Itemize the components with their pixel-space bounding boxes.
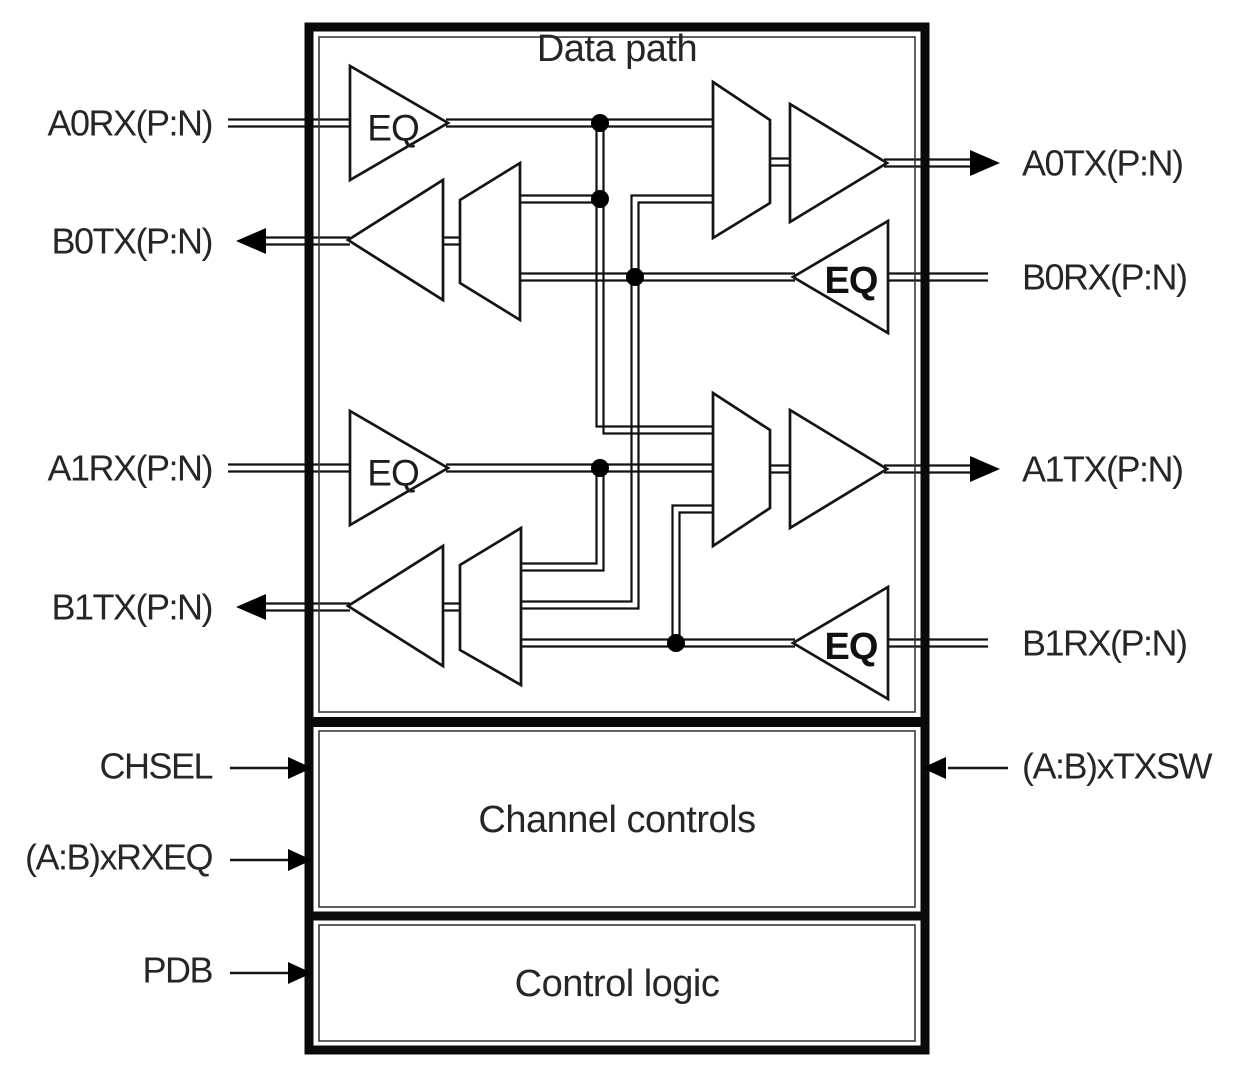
wire-b0-to-a0mux [637,201,717,277]
mux-a1tx [711,390,772,549]
port-label-b1rx: B1RX(P:N) [1022,623,1187,664]
control-logic-title: Control logic [515,963,720,1005]
wire-a0-to-a1mux [602,123,717,435]
main-box-border [304,22,930,1055]
eq-amplifier-a1 [348,408,451,528]
junction-dot [667,634,685,652]
port-label-a0rx: A0RX(P:N) [47,103,212,144]
eq-amplifier-a0 [348,63,451,183]
arrow-right-icon [970,150,1000,176]
mux-a0tx [711,79,772,241]
eq-amplifier-b0 [790,218,890,336]
channel-controls-title: Channel controls [478,799,755,841]
port-label-a0tx: A0TX(P:N) [1022,143,1183,184]
mux-b1tx [458,525,523,688]
arrow-right-icon [970,456,1000,482]
wire-b0-to-a0mux [630,194,717,277]
wire-b1-to-a1mux [678,511,717,643]
datapath-title: Data path [537,28,697,70]
mux-b0tx [458,160,522,323]
port-label-txsw: (A:B)xTXSW [1022,746,1213,787]
eq-label-a1: EQ [367,453,419,494]
port-label-rxeq: (A:B)xRXEQ [25,837,213,878]
eq-label-b0: EQ [825,260,878,302]
output-buffer-b0tx [345,177,445,303]
arrow-left-icon [922,757,946,779]
wire-b0-to-b1mux [518,277,633,603]
port-label-a1tx: A1TX(P:N) [1022,449,1183,490]
arrow-right-icon [288,962,312,984]
port-label-b0rx: B0RX(P:N) [1022,257,1187,298]
port-label-pdb: PDB [142,950,212,991]
wire-a1-to-b1mux [518,468,605,572]
output-buffer-a0tx [788,101,890,225]
wire-a1-to-b1mux [518,468,598,565]
control-logic-inner-outline [318,924,916,1042]
datapath-inner-outline [318,36,916,713]
port-label-b0tx: B0TX(P:N) [51,221,212,262]
junction-dot [626,268,644,286]
output-buffer-a1tx [788,407,890,531]
junction-dot [591,459,609,477]
port-label-chsel: CHSEL [99,746,212,787]
eq-label-b1: EQ [825,626,878,668]
output-buffer-b1tx [345,543,445,669]
wire-a0-to-a1mux [595,123,717,428]
arrow-left-icon [236,228,266,254]
junction-dot [591,190,609,208]
arrow-right-icon [288,849,312,871]
arrow-right-icon [288,757,312,779]
wire-b0-to-b1mux [518,277,640,610]
channel-controls-inner-outline [318,730,916,908]
wire-b1-to-a1mux [671,504,717,643]
arrow-left-icon [236,594,266,620]
junction-dot [591,114,609,132]
eq-amplifier-b1 [790,584,890,702]
port-label-a1rx: A1RX(P:N) [47,448,212,489]
eq-label-a0: EQ [367,108,419,149]
port-label-b1tx: B1TX(P:N) [51,587,212,628]
